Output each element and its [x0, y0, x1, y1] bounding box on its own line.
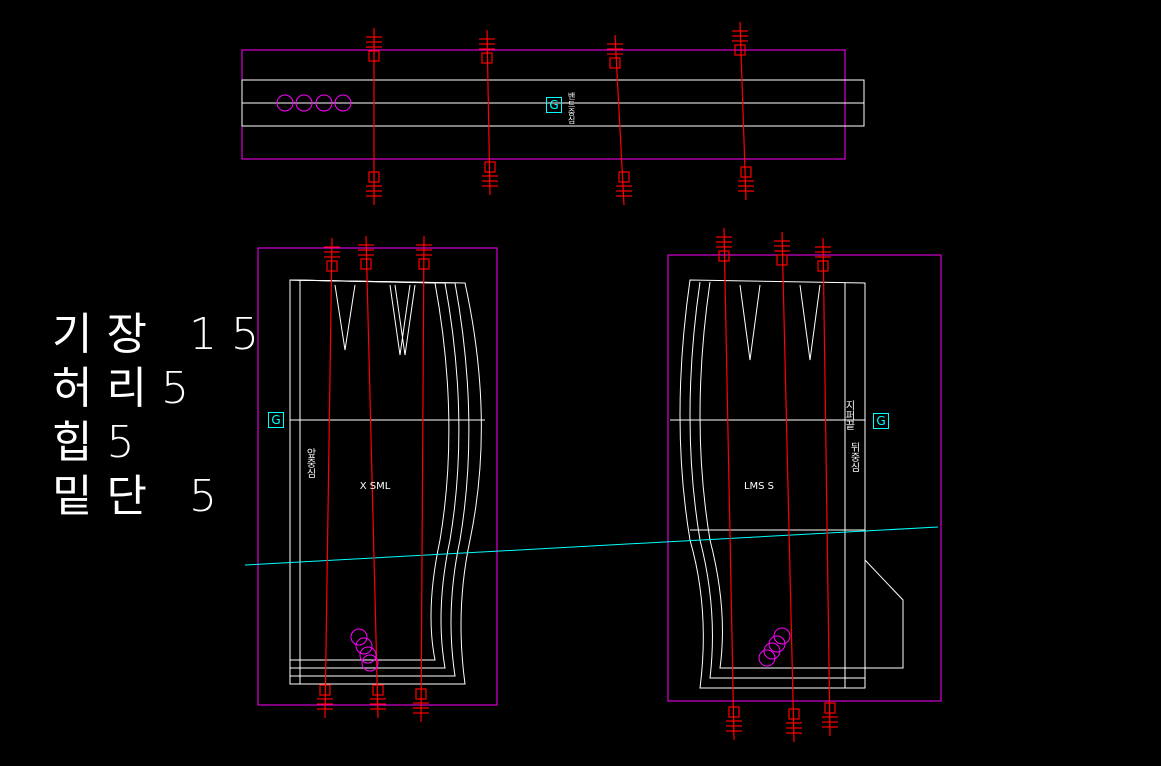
legend-label: 밑단: [52, 471, 161, 522]
legend-value: 15: [188, 309, 273, 360]
legend-value: 5: [106, 417, 149, 468]
drill-hole-circle: [359, 646, 377, 664]
grain-handle[interactable]: [618, 171, 630, 183]
grain-handle[interactable]: [740, 166, 752, 178]
zipper-end-label: 지퍼끝: [843, 400, 854, 430]
waistband-label: 밴드중심: [567, 92, 576, 124]
grain-handle[interactable]: [728, 706, 740, 718]
waistband-bbox: [241, 49, 846, 160]
grain-handle[interactable]: [415, 688, 427, 700]
alignment-axis: [244, 526, 939, 566]
drill-hole-circle: [355, 637, 373, 655]
grain-handle[interactable]: [484, 161, 496, 173]
legend-row: 밑단 5: [52, 470, 273, 524]
legend-row: 힙5: [52, 416, 273, 470]
measurement-legend: 기장 15 허리5 힙5 밑단 5: [52, 308, 273, 524]
grain-line[interactable]: [324, 237, 333, 719]
legend-row: 기장 15: [52, 308, 273, 362]
grain-handle[interactable]: [372, 684, 384, 696]
back-center-label: 뒤중심: [848, 442, 859, 472]
grain-handle[interactable]: [481, 52, 493, 64]
drill-hole-circle: [758, 649, 776, 667]
drill-hole-circle: [334, 94, 352, 112]
grain-line[interactable]: [420, 235, 425, 723]
drill-hole-circle: [350, 628, 368, 646]
grain-handle[interactable]: [418, 258, 430, 270]
grain-line[interactable]: [365, 235, 379, 719]
drill-hole-circle: [276, 94, 294, 112]
waistband-grade-marker[interactable]: G: [546, 97, 562, 113]
front-grade-marker[interactable]: G: [268, 412, 284, 428]
grain-line[interactable]: [486, 29, 491, 196]
legend-value: 5: [160, 363, 203, 414]
legend-label: 허리: [52, 363, 161, 414]
legend-label: 힙: [52, 417, 107, 468]
grain-handle[interactable]: [718, 250, 730, 262]
grain-handle[interactable]: [609, 57, 621, 69]
drill-hole-circle: [773, 627, 791, 645]
grain-line[interactable]: [614, 34, 625, 206]
grain-handle[interactable]: [817, 260, 829, 272]
back-piece-outline: [679, 279, 866, 689]
grain-handle[interactable]: [326, 260, 338, 272]
back-bbox: [667, 254, 942, 702]
back-size-label: LMS S: [743, 481, 775, 492]
drill-hole-circle: [763, 642, 781, 660]
grain-handle[interactable]: [368, 171, 380, 183]
grain-handle[interactable]: [319, 684, 331, 696]
grain-handle[interactable]: [824, 702, 836, 714]
front-size-label: X SML: [359, 481, 391, 492]
grain-line[interactable]: [723, 227, 735, 741]
grain-line[interactable]: [781, 231, 795, 743]
legend-label: 기장: [52, 309, 161, 360]
grain-handle[interactable]: [734, 44, 746, 56]
grain-handle[interactable]: [788, 708, 800, 720]
legend-value: 5: [188, 471, 231, 522]
legend-row: 허리5: [52, 362, 273, 416]
grain-handle[interactable]: [776, 254, 788, 266]
drill-hole-circle: [315, 94, 333, 112]
front-piece-outline: [289, 279, 482, 685]
grain-handle[interactable]: [360, 258, 372, 270]
grain-handle[interactable]: [368, 50, 380, 62]
back-grade-marker[interactable]: G: [873, 413, 889, 429]
grain-line[interactable]: [822, 237, 831, 737]
grain-line[interactable]: [739, 21, 747, 201]
front-center-label: 앞중심: [304, 448, 315, 478]
drill-hole-circle: [295, 94, 313, 112]
drill-hole-circle: [361, 654, 379, 672]
